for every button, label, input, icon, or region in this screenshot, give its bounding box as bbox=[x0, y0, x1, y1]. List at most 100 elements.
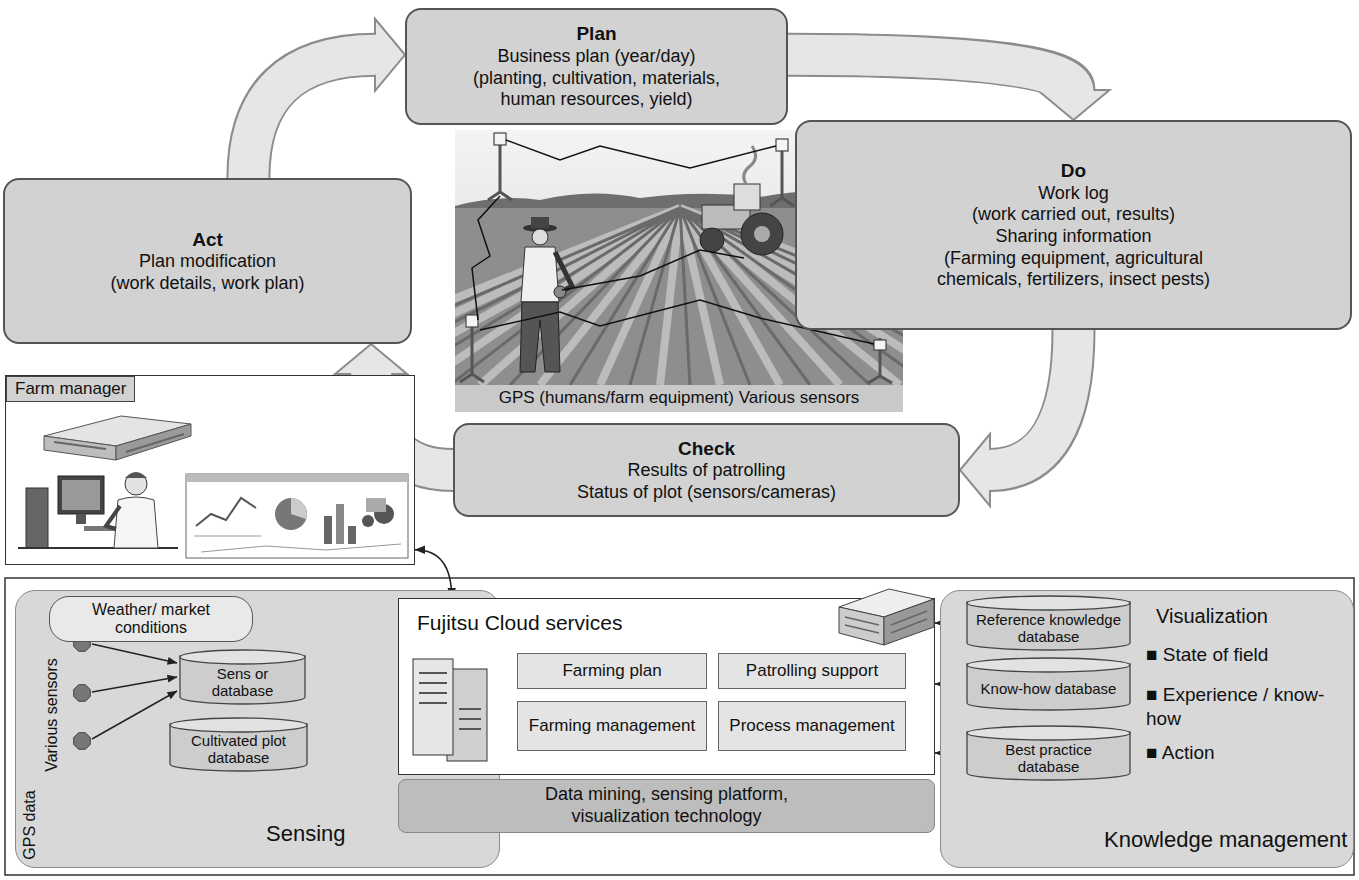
field-photo bbox=[466, 315, 478, 327]
sensor-symbols bbox=[92, 691, 177, 739]
box-heading: Plan bbox=[576, 22, 616, 46]
field-photo bbox=[868, 376, 880, 383]
act-box: ActPlan modification(work details, work … bbox=[3, 178, 412, 344]
list-item: ■ Experience / know-how bbox=[1146, 683, 1331, 731]
cylinder-top bbox=[967, 596, 1130, 610]
arrow-head bbox=[1038, 90, 1110, 120]
text-slot: ■ State of field bbox=[1146, 643, 1268, 667]
field-photo bbox=[521, 247, 559, 302]
field-photo bbox=[494, 133, 506, 145]
farm-manager-illustration bbox=[58, 476, 104, 514]
farm-manager-illustration bbox=[106, 506, 120, 529]
sensor-symbols bbox=[92, 677, 177, 692]
farm-manager-illustration bbox=[324, 516, 332, 544]
outer-frame bbox=[5, 578, 1354, 875]
field-photo bbox=[781, 150, 784, 198]
panel-title: Knowledge management bbox=[1104, 827, 1347, 853]
cylinder-top bbox=[170, 718, 307, 732]
box-text: Weather/ market conditions bbox=[64, 601, 239, 637]
field-photo bbox=[700, 228, 724, 252]
field-photo bbox=[460, 374, 472, 382]
box-text: (planting, cultivation, materials, human… bbox=[447, 68, 747, 111]
knowledge-panel: Visualization ■ State of field ■ Experienc… bbox=[940, 590, 1354, 868]
check-box: CheckResults of patrollingStatus of plot… bbox=[453, 423, 960, 517]
service-box: Process management bbox=[718, 701, 906, 751]
farm-manager-illustration bbox=[62, 480, 100, 510]
sensor-database: Sens or database bbox=[179, 649, 306, 705]
database-label: Know-how database bbox=[981, 681, 1117, 698]
box-text: Business plan (year/day) bbox=[497, 46, 695, 68]
cloud-services-box: Fujitsu Cloud servicesFarming plan Patrol… bbox=[398, 598, 935, 775]
cloud-illustration bbox=[839, 607, 884, 645]
field-photo bbox=[776, 139, 788, 151]
list-heading: Visualization bbox=[1156, 605, 1268, 628]
box-heading: Check bbox=[678, 437, 735, 461]
text-slot: ■ Experience / know-how bbox=[1146, 683, 1331, 731]
farm-manager-illustration bbox=[275, 498, 307, 530]
farm-manager-illustration bbox=[76, 514, 86, 524]
cycle-arrow bbox=[960, 330, 1074, 506]
field-photo bbox=[782, 198, 794, 206]
box-text: Sharing information bbox=[995, 226, 1151, 248]
farm-manager-illustration bbox=[196, 498, 256, 526]
field-photo bbox=[880, 376, 892, 383]
service-box: Patrolling support bbox=[718, 653, 906, 689]
field-photo bbox=[741, 213, 783, 255]
sensor-symbols bbox=[74, 635, 91, 750]
box-heading: Act bbox=[192, 228, 223, 252]
arrow-body bbox=[248, 55, 377, 178]
field-photo bbox=[562, 250, 744, 290]
axis-label: Various sensors bbox=[43, 658, 61, 772]
farm-manager-illustration bbox=[125, 473, 147, 495]
farm-manager-illustration bbox=[125, 472, 147, 478]
farm-manager-illustration bbox=[186, 474, 408, 558]
knowledge-database: Best practice database bbox=[966, 725, 1131, 781]
field-photo bbox=[472, 374, 484, 382]
text-slot: Sensing bbox=[266, 821, 346, 847]
farm-manager-illustration bbox=[348, 526, 356, 544]
box-text: Work log bbox=[1038, 183, 1109, 205]
cloud-illustration bbox=[845, 611, 927, 633]
database-label: Cultivated plot database bbox=[176, 733, 301, 767]
plan-box: PlanBusiness plan (year/day)(planting, c… bbox=[405, 8, 788, 125]
cultivated-plot-database: Cultivated plot database bbox=[169, 717, 308, 772]
field-photo bbox=[874, 340, 886, 350]
field-photo bbox=[531, 217, 549, 228]
text-slot: Visualization bbox=[1156, 605, 1268, 628]
arrow-head bbox=[335, 344, 407, 374]
weather-pill: Weather/ market conditions bbox=[49, 596, 253, 642]
text-slot: Knowledge management bbox=[1104, 827, 1347, 853]
cloud-illustration bbox=[884, 599, 934, 645]
cycle-arrow bbox=[248, 19, 405, 178]
sensor-symbols bbox=[74, 685, 91, 702]
farm-manager-illustration bbox=[291, 498, 307, 519]
box-text: Farming plan bbox=[562, 661, 661, 681]
cylinder-top bbox=[180, 650, 305, 664]
box-text: Plan modification bbox=[139, 251, 276, 273]
box-text: Process management bbox=[729, 716, 894, 736]
field-photo bbox=[770, 198, 782, 206]
farm-manager-illustration bbox=[336, 504, 344, 544]
text-slot: Fujitsu Cloud services bbox=[417, 611, 622, 635]
farm-manager-panel: Farm manager bbox=[5, 375, 415, 565]
cylinder-top bbox=[967, 726, 1130, 740]
sensor-symbols bbox=[92, 644, 177, 663]
box-text: Results of patrolling bbox=[627, 460, 785, 482]
box-text: Farming management bbox=[529, 716, 695, 736]
farm-manager-illustration bbox=[114, 497, 158, 548]
field-photo bbox=[506, 140, 776, 168]
farm-manager-illustration bbox=[116, 424, 191, 460]
box-heading: Fujitsu Cloud services bbox=[417, 611, 622, 635]
list-item: ■ State of field bbox=[1146, 643, 1268, 667]
axis-label: GPS data bbox=[21, 790, 39, 859]
field-photo bbox=[754, 226, 770, 242]
service-box: Farming management bbox=[517, 701, 707, 751]
cylinder-top bbox=[967, 658, 1130, 672]
caption-text: GPS (humans/farm equipment) Various sens… bbox=[499, 388, 860, 408]
box-text: (work details, work plan) bbox=[110, 273, 304, 295]
photo-caption-band: GPS (humans/farm equipment) Various sens… bbox=[455, 385, 903, 412]
text-slot: Farm manager bbox=[6, 376, 135, 402]
database-label: Sens or database bbox=[187, 666, 299, 700]
box-text: (work carried out, results) bbox=[972, 204, 1175, 226]
farm-manager-illustration bbox=[201, 544, 401, 552]
